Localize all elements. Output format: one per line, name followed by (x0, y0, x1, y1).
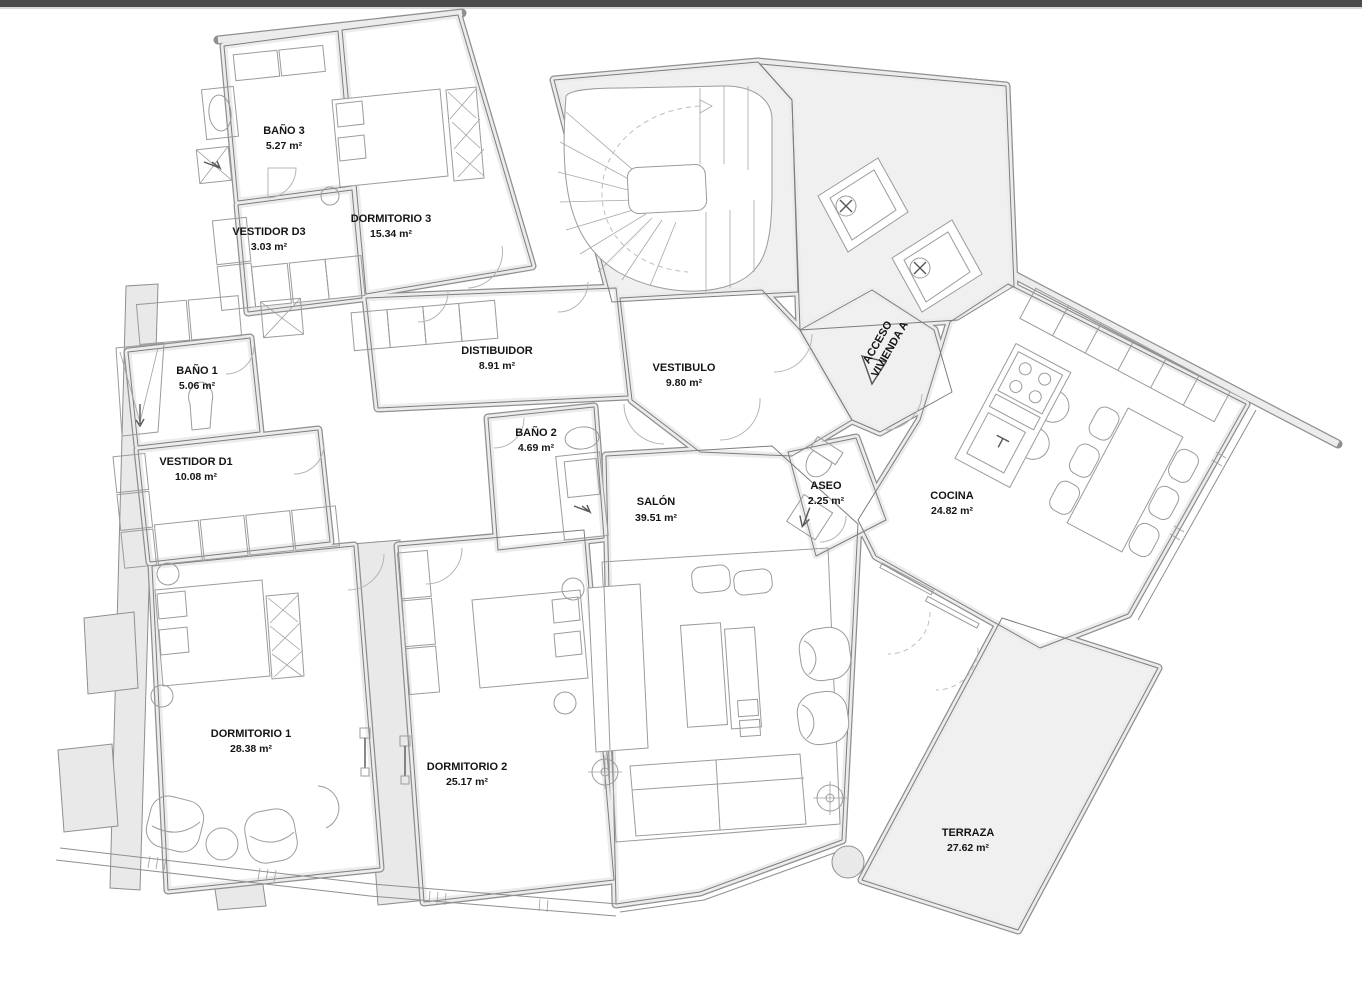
room-label-vestidor-d1: VESTIDOR D1 (159, 456, 232, 468)
room-labels: BAÑO 3 5.27 m² DORMITORIO 3 15.34 m² VES… (159, 124, 994, 854)
shower-icon-bano1 (115, 342, 214, 437)
room-area-dormitorio3: 15.34 m² (370, 228, 413, 240)
room-area-dormitorio1: 28.38 m² (230, 743, 273, 755)
kitchen-counter (1019, 287, 1231, 423)
closet-cells (112, 44, 499, 696)
room-label-cocina: COCINA (930, 490, 973, 502)
room-label-distibuidor: DISTIBUIDOR (461, 345, 533, 357)
room-label-bano2: BAÑO 2 (515, 426, 557, 439)
bed-icon-dorm1 (150, 562, 305, 708)
room-area-vestibulo: 9.80 m² (666, 377, 703, 389)
elevator-icon (817, 157, 909, 253)
sofa-icon (587, 547, 852, 843)
room-label-bano3: BAÑO 3 (263, 124, 305, 137)
kitchen-island-icon (954, 342, 1072, 489)
room-label-vestidor-d3: VESTIDOR D3 (232, 226, 305, 238)
chairs-dorm1 (145, 785, 340, 864)
room-label-dormitorio2: DORMITORIO 2 (427, 761, 507, 773)
top-bar (0, 0, 1362, 7)
bed-icon-dorm2 (471, 577, 589, 715)
door-arcs (225, 167, 979, 691)
room-area-dormitorio2: 25.17 m² (446, 776, 489, 788)
room-area-bano3: 5.27 m² (266, 140, 303, 152)
room-area-vestidor-d3: 3.03 m² (251, 241, 288, 253)
lamp-symbols (359, 727, 411, 785)
bathtub-icon-bano2 (555, 426, 609, 541)
room-area-distibuidor: 8.91 m² (479, 360, 516, 372)
room-area-bano1: 5.06 m² (179, 380, 216, 392)
window-bands (55, 403, 1257, 917)
column (831, 845, 865, 879)
room-label-vestibulo: VESTIBULO (653, 362, 716, 374)
bed-icon-dorm3 (320, 86, 485, 206)
room-area-terraza: 27.62 m² (947, 842, 990, 854)
room-area-vestidor-d1: 10.08 m² (175, 471, 218, 483)
room-area-cocina: 24.82 m² (931, 505, 974, 517)
room-area-bano2: 4.69 m² (518, 442, 555, 454)
room-label-bano1: BAÑO 1 (176, 364, 218, 377)
room-label-dormitorio1: DORMITORIO 1 (211, 728, 291, 740)
top-bar-shadow (0, 7, 1362, 9)
room-label-terraza: TERRAZA (942, 827, 995, 839)
bathtub-icon-bano3 (195, 85, 240, 185)
elevator-icon-2 (891, 219, 983, 313)
room-label-salon: SALÓN (637, 495, 676, 508)
room-label-aseo: ASEO (810, 480, 842, 492)
spiral-staircase-icon (557, 85, 773, 292)
room-area-aseo: 2.25 m² (808, 495, 845, 507)
room-area-salon: 39.51 m² (635, 512, 678, 524)
room-label-dormitorio3: DORMITORIO 3 (351, 213, 431, 225)
dining-table-icon (1049, 406, 1199, 558)
toilet-icon-aseo (785, 435, 844, 541)
